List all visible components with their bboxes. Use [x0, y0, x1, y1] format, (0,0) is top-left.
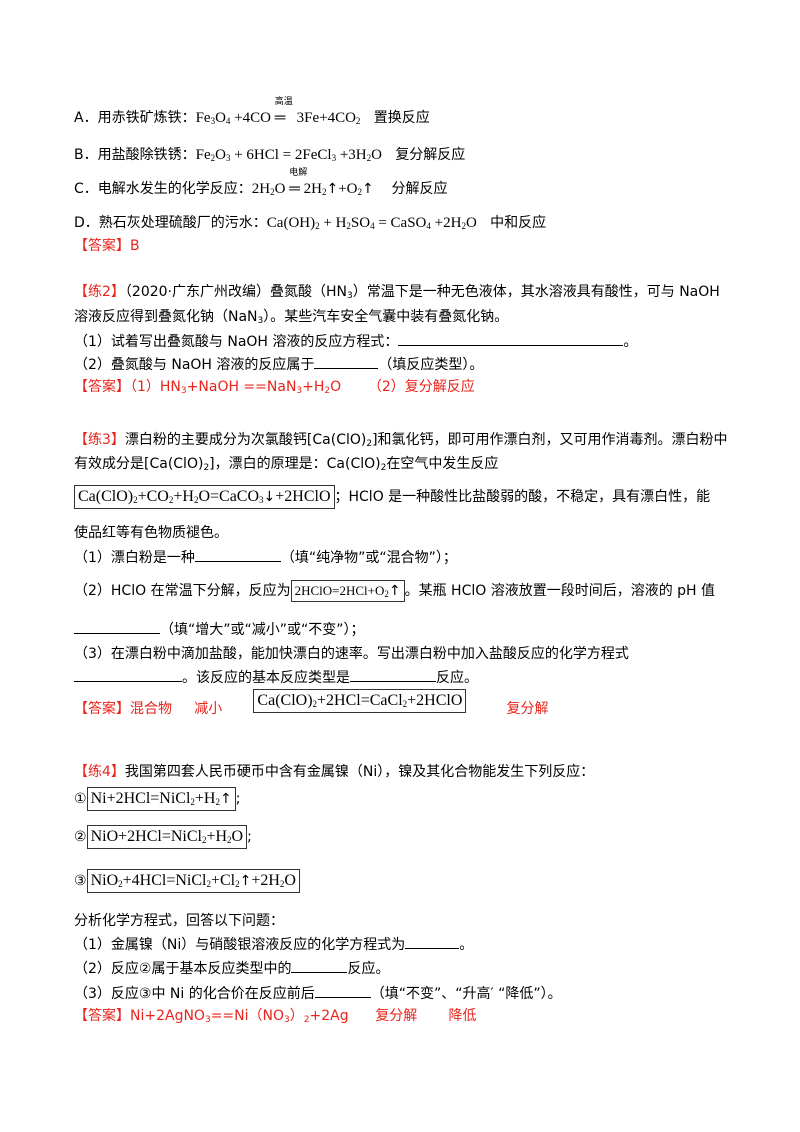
answer-blank[interactable] [291, 958, 348, 973]
option-c: C．电解水发生的化学反应：2H2O 电解═ 2H2↑+O2↑ 分解反应 [74, 167, 448, 198]
equation-box: NiO+2HCl=NiCl2+H2O [86, 825, 248, 849]
q2-sub2: （2）叠氮酸与 NaOH 溶液的反应属于（填反应类型）。 [74, 354, 483, 375]
q4-answer: 【答案】Ni+2AgNO3==Ni（NO3）2+2Ag 复分解 降低 [74, 1008, 477, 1025]
q2-line2: 溶液反应得到叠氮化钠（NaN3）。某些汽车安全气囊中装有叠氮化钠。 [74, 309, 509, 326]
q3-tag: 【练3】 [74, 432, 125, 448]
q3-sub3-cont: 。该反应的基本反应类型是反应。 [74, 667, 478, 688]
q2-line1: 【练2】（2020·广东广州改编）叠氮酸（HN3）常温下是一种无色液体，其水溶液… [74, 284, 720, 301]
option-b: B．用盐酸除铁锈：Fe2O3 + 6HCl = 2FeCl3 +3H2O 复分解… [74, 147, 466, 163]
q2-sub1: （1）试着写出叠氮酸与 NaOH 溶液的反应方程式：。 [74, 331, 637, 352]
answer-blank[interactable] [398, 331, 624, 346]
reaction-type: 分解反应 [391, 181, 448, 197]
answer-blank[interactable] [405, 934, 460, 949]
equation-box: NiO2+4HCl=NiCl2+Cl2↑+2H2O [86, 869, 300, 893]
answer-blank[interactable] [74, 667, 182, 682]
answer-blank[interactable] [74, 619, 160, 634]
condition-high-temp: 高温 [274, 96, 293, 106]
condition-electrolysis: 电解 [289, 167, 308, 177]
answer-1: 【答案】B [74, 238, 140, 254]
reaction-type: 复分解反应 [395, 147, 466, 163]
q2-tag: 【练2】 [74, 284, 125, 300]
equation-box: Ca(ClO)2+CO2+H2O=CaCO3↓+2HClO [74, 485, 335, 509]
reaction-type: 中和反应 [490, 215, 547, 231]
reaction-type: 置换反应 [373, 110, 430, 126]
option-d: D．熟石灰处理硫酸厂的污水：Ca(OH)2 + H2SO4 = CaSO4 +2… [74, 215, 547, 231]
q3-sub3: （3）在漂白粉中滴加盐酸，能加快漂白的速率。写出漂白粉中加入盐酸反应的化学方程式 [74, 646, 629, 662]
q3-sub2-cont: （填“增大”或“减小”或“不变”）； [74, 619, 365, 640]
q3-line3: Ca(ClO)2+CO2+H2O=CaCO3↓+2HClO；HClO 是一种酸性… [74, 484, 710, 510]
q3-line1: 【练3】漂白粉的主要成分为次氯酸钙[Ca(ClO)2]和氯化钙，即可用作漂白剂，… [74, 432, 728, 449]
q3-line4: 使品红等有色物质褪色。 [74, 525, 228, 541]
answer-blank[interactable] [350, 667, 436, 682]
q2-answer: 【答案】（1）HN3+NaOH ==NaN3+H2O （2）复分解反应 [74, 379, 475, 396]
q3-answer: 【答案】混合物 减小 Ca(ClO)2+2HCl=CaCl2+2HClO 复分解 [74, 689, 548, 722]
answer-blank[interactable] [314, 983, 371, 998]
option-a: A．用赤铁矿炼铁：Fe3O4 +4CO 高温═ 3Fe+4CO2 置换反应 [74, 96, 430, 127]
q4-tag: 【练4】 [74, 764, 125, 780]
answer-blank[interactable] [314, 354, 379, 369]
q4-sub2: （2）反应②属于基本反应类型中的反应。 [74, 958, 389, 979]
equation-box: Ca(ClO)2+2HCl=CaCl2+2HClO [253, 689, 467, 713]
q3-line2: 有效成分是[Ca(ClO)2]，漂白的原理是：Ca(ClO)2在空气中发生反应 [74, 456, 499, 473]
q4-sub3: （3）反应③中 Ni 的化合价在反应前后（填“不变”、“升高′ “降低”）。 [74, 983, 562, 1004]
q4-line1: 【练4】我国第四套人民币硬币中含有金属镍（Ni），镍及其化合物能发生下列反应： [74, 764, 595, 780]
q4-sub1: （1）金属镍（Ni）与硝酸银溶液反应的化学方程式为。 [74, 934, 473, 955]
equation-box: Ni+2HCl=NiCl2+H2↑ [86, 787, 236, 811]
answer-blank[interactable] [194, 547, 281, 562]
equation-box: 2HClO=2HCl+O2↑ [290, 580, 405, 602]
q3-sub1: （1）漂白粉是一种（填“纯净物”或“混合物”）； [74, 547, 457, 568]
q4-analyze: 分析化学方程式，回答以下问题： [74, 913, 284, 929]
